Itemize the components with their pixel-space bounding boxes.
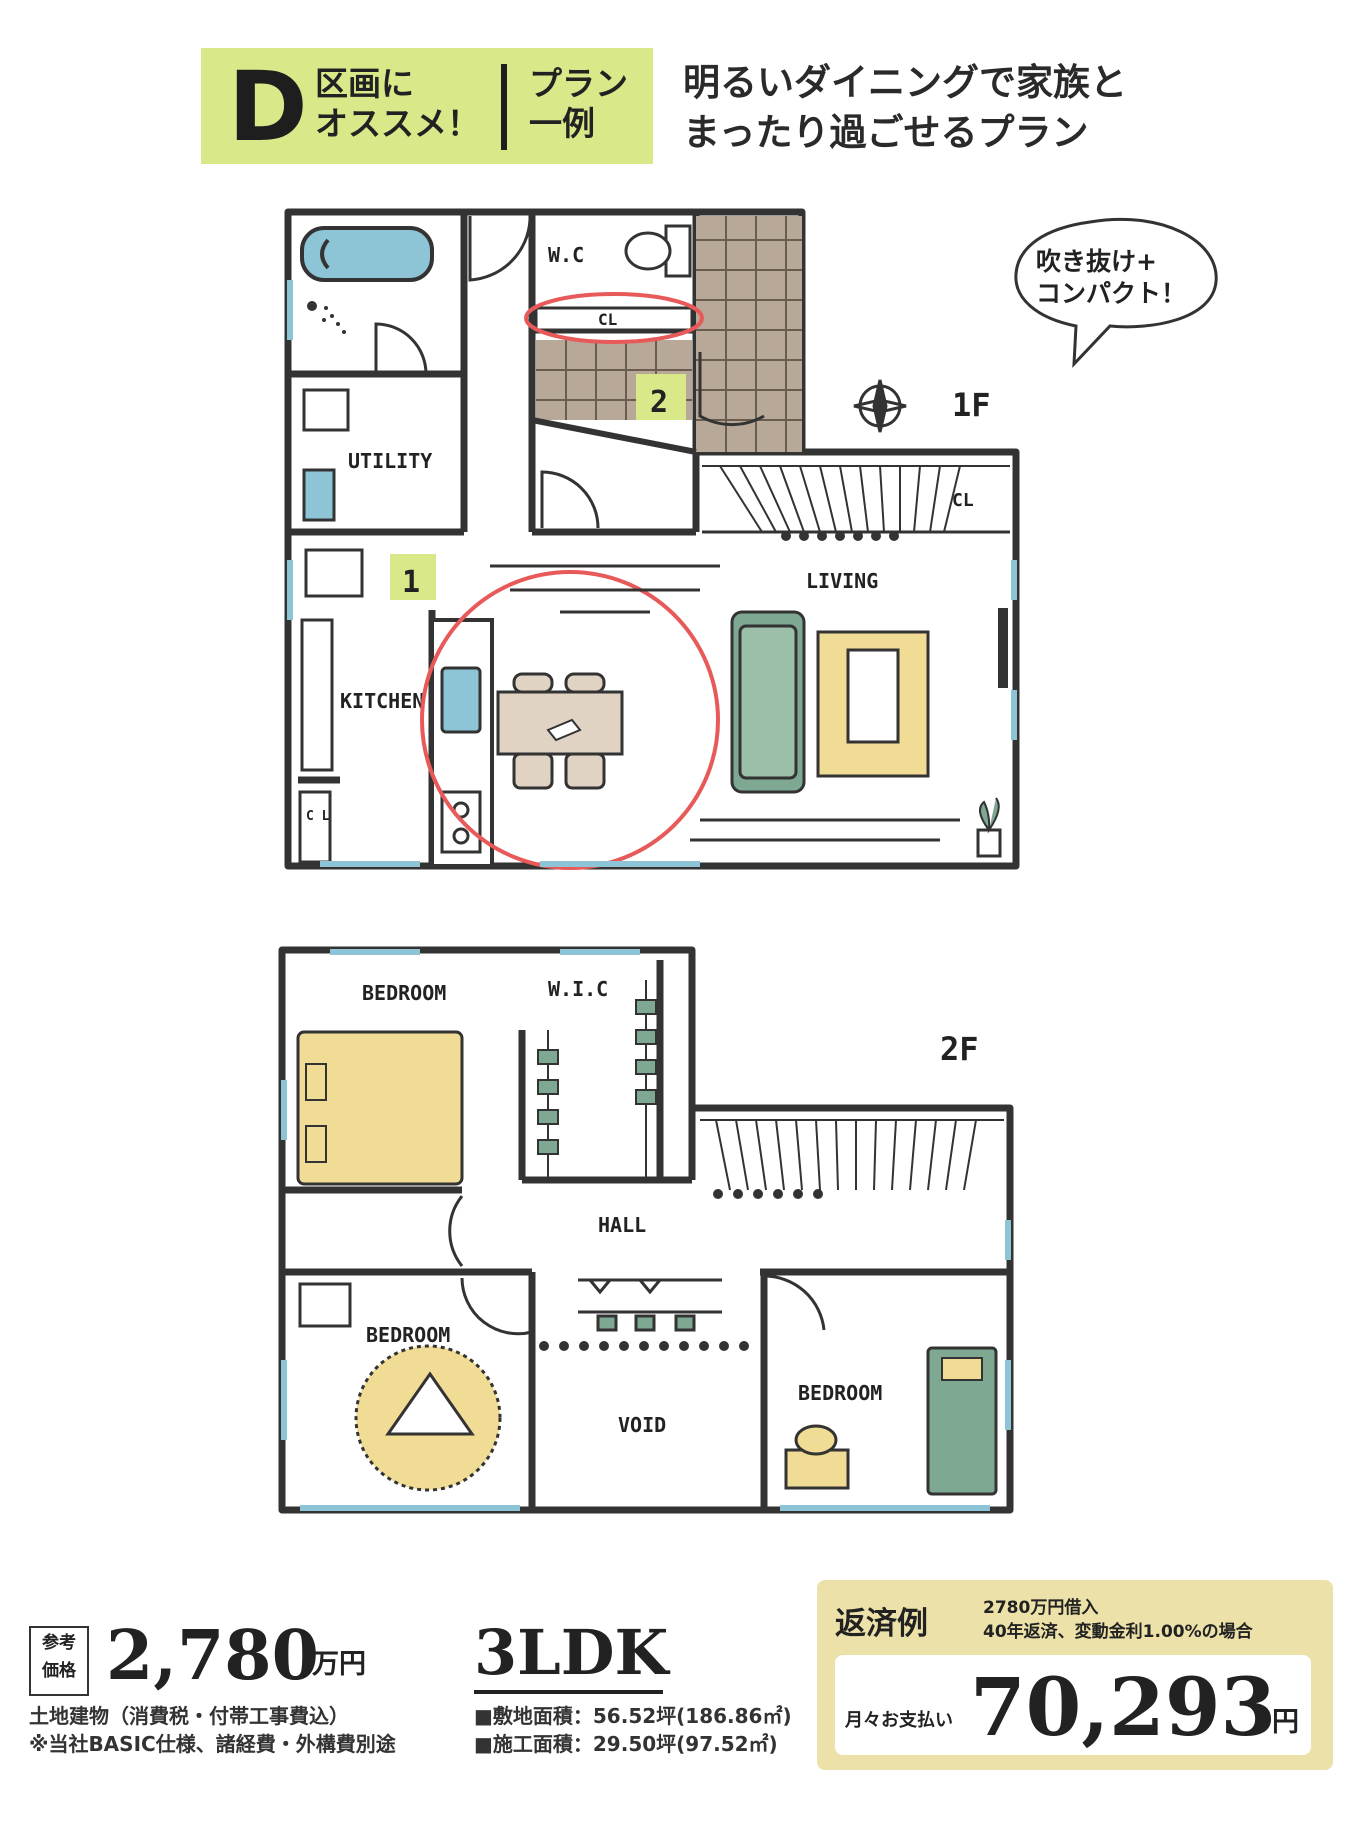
bathtub-icon xyxy=(300,226,434,282)
utility-label: UTILITY xyxy=(348,449,432,473)
door-swing xyxy=(448,1195,464,1267)
dining-chair xyxy=(512,672,606,790)
living-label: LIVING xyxy=(806,569,878,593)
badge-text-line2: オススメ！ xyxy=(315,104,480,143)
floor-2-label: 2F xyxy=(940,1030,979,1068)
dresser-icon xyxy=(298,1282,352,1328)
monthly-payment-box xyxy=(835,1655,1311,1755)
door-swing xyxy=(763,1274,826,1331)
highlight-circle-dining xyxy=(420,570,720,870)
bedroom-3-label: BEDROOM xyxy=(798,1381,882,1405)
floor-area: ■施工面積：29.50坪(97.52㎡) xyxy=(474,1732,778,1756)
washbasin-icon xyxy=(302,468,336,522)
void-label: VOID xyxy=(618,1413,666,1437)
door-swing xyxy=(460,1277,533,1336)
badge-letter: D xyxy=(228,51,308,163)
washing-machine-icon xyxy=(302,388,350,432)
bedroom-2-label: BEDROOM xyxy=(366,1323,450,1347)
bed-icon xyxy=(296,1030,464,1186)
tent-icon xyxy=(385,1371,475,1436)
highlight-circle-cl xyxy=(524,292,704,344)
hanging-rail-icon xyxy=(578,1278,722,1332)
cl-top-label: CL xyxy=(598,310,617,329)
marker-2 xyxy=(636,374,686,420)
door-swing xyxy=(698,352,765,427)
site-area: ■敷地面積：56.52坪(186.86㎡) xyxy=(474,1704,792,1728)
speech-bubble xyxy=(1014,217,1218,368)
headline-line1: 明るいダイニングで家族と xyxy=(683,61,1127,104)
reference-price-box xyxy=(29,1626,89,1696)
desk-icon xyxy=(784,1424,850,1490)
loan-title: 返済例 xyxy=(835,1606,928,1642)
marker-1-text: 1 xyxy=(402,565,420,600)
plan-label-line2: 一例 xyxy=(529,104,595,143)
wc-label: W.C xyxy=(548,243,584,267)
marker-2-text: 2 xyxy=(650,385,668,420)
monthly-payment-label: 月々お支払い xyxy=(845,1710,953,1731)
layout-type: 3LDK xyxy=(474,1616,669,1689)
1f-outer-wall xyxy=(284,208,1020,870)
door-swing xyxy=(540,470,600,529)
bedroom-1-label: BEDROOM xyxy=(362,981,446,1005)
entrance-tile xyxy=(536,216,802,452)
tv-icon xyxy=(998,608,1008,688)
floor-plan: UTILITY W.C CL 2 1F 吹き抜け+ コンパクト！ CL xyxy=(278,208,1218,1514)
reference-label-line1: 参考 xyxy=(42,1633,76,1653)
monthly-payment-amount: 70,293 xyxy=(970,1660,1277,1754)
cl-stair-label: CL xyxy=(952,490,974,511)
hanging-clothes-icon xyxy=(537,980,657,1180)
2f-outer-wall xyxy=(278,946,1014,1514)
price-amount: 2,780 xyxy=(106,1616,319,1696)
badge-text-line1: 区画に xyxy=(315,64,414,103)
dining-table xyxy=(496,690,624,756)
headline-line2: まったり過ごせるプラン xyxy=(683,111,1089,154)
single-bed-icon xyxy=(926,1346,998,1496)
rug xyxy=(816,630,930,778)
loan-condition-1: 2780万円借入 xyxy=(983,1598,1099,1618)
bubble-line1: 吹き抜け+ xyxy=(1036,247,1157,276)
price-note-2: ※当社BASIC仕様、諸経費・外構費別途 xyxy=(29,1732,396,1756)
kitchen-label: KITCHEN xyxy=(340,689,424,713)
layout-underline xyxy=(474,1690,663,1694)
marker-1 xyxy=(390,554,436,600)
staircase xyxy=(702,465,1010,533)
sofa-icon xyxy=(730,610,806,794)
door-swing xyxy=(374,322,428,375)
plan-badge xyxy=(201,48,653,164)
loan-condition-2: 40年返済、変動金利1.00%の場合 xyxy=(983,1622,1253,1642)
staircase-2f xyxy=(700,1119,1004,1191)
badge-separator xyxy=(501,64,507,150)
coffee-table xyxy=(846,648,900,744)
plan-label-line1: プラン xyxy=(529,64,628,103)
toilet-icon xyxy=(624,224,692,278)
wic-label: W.I.C xyxy=(548,977,608,1001)
floor-1-label: 1F xyxy=(952,386,991,424)
compass-icon xyxy=(853,379,907,433)
cl-side-label: C L xyxy=(306,809,330,824)
monthly-payment-unit: 円 xyxy=(1272,1707,1299,1738)
sink-icon xyxy=(440,666,482,734)
plant-icon xyxy=(976,797,1002,858)
door-swing xyxy=(468,216,532,282)
bubble-line2: コンパクト！ xyxy=(1036,279,1186,308)
hall-label: HALL xyxy=(598,1213,646,1237)
kitchen-counter xyxy=(300,618,334,772)
price-note-1: 土地建物（消費税・付帯工事費込） xyxy=(29,1704,349,1728)
shower-icon xyxy=(307,301,346,334)
reference-label-line2: 価格 xyxy=(42,1661,76,1681)
refrigerator-icon xyxy=(304,548,364,598)
price-unit: 万円 xyxy=(312,1649,366,1680)
